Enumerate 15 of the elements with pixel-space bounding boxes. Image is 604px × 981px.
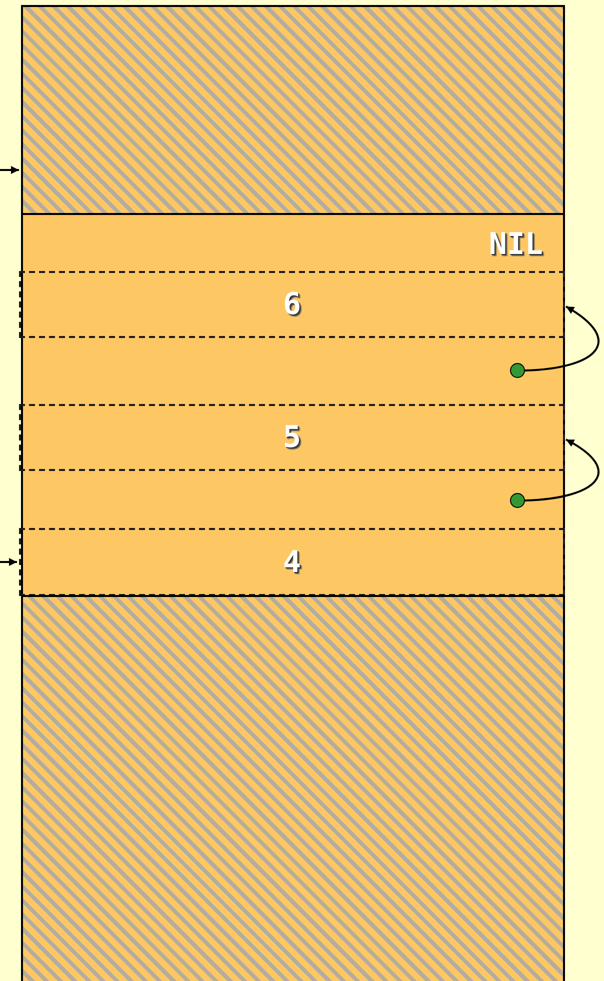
memory-block	[21, 213, 565, 597]
pointer-arrow	[524, 438, 600, 502]
unused-memory-region	[21, 5, 565, 215]
pointer-arrow	[0, 166, 19, 174]
cell-value: 4	[282, 544, 302, 580]
pointer-dot	[510, 493, 525, 508]
cell-value: 5	[282, 420, 302, 455]
nil-label: NIL	[488, 227, 543, 262]
pointer-dot	[510, 363, 525, 378]
memory-cell	[19, 404, 565, 471]
unused-memory-region	[21, 595, 565, 981]
pointer-arrow	[0, 558, 17, 566]
memory-cell	[19, 271, 565, 338]
cell-value: 6	[282, 287, 302, 322]
pointer-arrow	[524, 306, 600, 372]
